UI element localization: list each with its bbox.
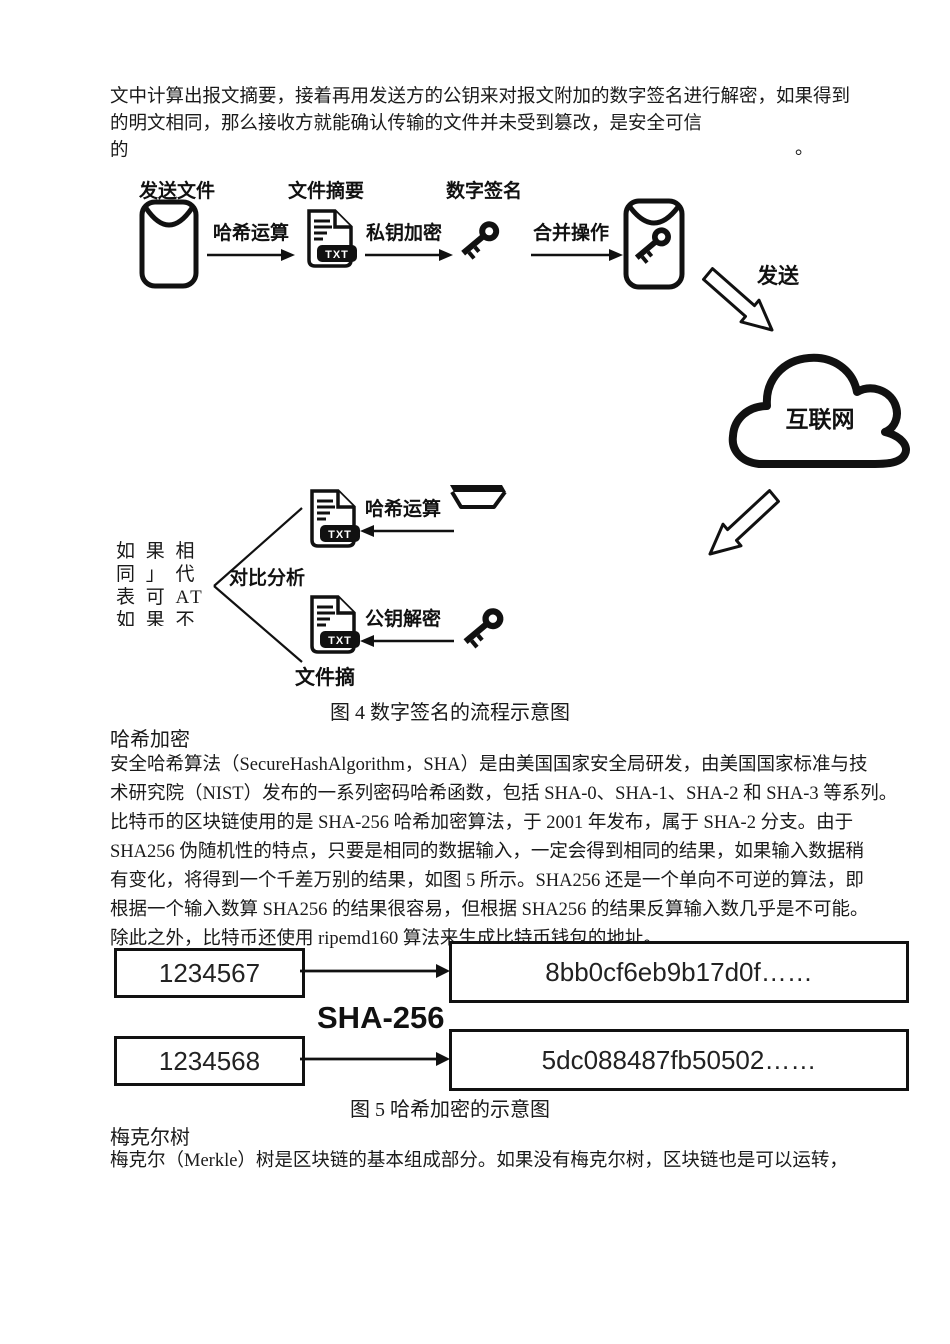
sha256-label: SHA-256 [317, 1000, 445, 1035]
private-key-label: 私钥加密 [366, 223, 443, 244]
text-line: 有变化，将得到一个千差万别的结果，如图 5 所示。SHA256 还是一个单向不可… [110, 871, 864, 891]
return-arrow-icon [708, 488, 784, 566]
flow-arrow-left [360, 631, 454, 651]
flow-arrow-right [207, 246, 295, 264]
txt-file-icon: TXT [300, 594, 362, 658]
floating-period: 。 [795, 139, 814, 159]
send-label: 发送 [757, 265, 799, 288]
clipped-envelope-icon [448, 483, 510, 513]
text-line: 安全哈希算法（SecureHashAlgorithm，SHA）是由美国国家安全局… [110, 755, 868, 775]
text-line: 比特币的区块链使用的是 SHA-256 哈希加密算法，于 2001 年发布，属于… [110, 813, 854, 833]
figure4-caption: 图 4 数字签名的流程示意图 [330, 702, 570, 724]
text-line: 的 [110, 141, 129, 161]
send-file-label: 发送文件 [139, 181, 216, 202]
text-line: SHA256 伪随机性的特点，只要是相同的数据输入，一定会得到相同的结果，如果输… [110, 842, 864, 862]
txt-file-icon: TXT [300, 488, 362, 552]
merkle-section-heading: 梅克尔树 [110, 1127, 190, 1149]
figure5-caption: 图 5 哈希加密的示意图 [350, 1099, 550, 1121]
text-line: 术研究院（NIST）发布的一系列密码哈希函数，包括 SHA-0、SHA-1、SH… [110, 784, 898, 804]
public-key-label: 公钥解密 [365, 609, 442, 630]
intro-paragraph: 文中计算出报文摘要，接着再用发送方的公钥来对报文附加的数字签名进行解密，如果得到… [110, 84, 850, 165]
key-icon [452, 596, 510, 654]
hash-output-box: 8bb0cf6eb9b17d0f…… [449, 941, 909, 1003]
text-line: 如 果 不 [116, 610, 198, 626]
hash-output-box: 5dc088487fb50502…… [449, 1029, 909, 1091]
compare-result-text: 如 果 相 同 」 代 表 可 AT 如 果 不 [116, 540, 202, 626]
merkle-paragraph: 梅克尔（Merkle）树是区块链的基本组成部分。如果没有梅克尔树，区块链也是可以… [110, 1151, 848, 1171]
file-digest-label: 文件摘要 [288, 181, 365, 202]
key-icon [450, 210, 506, 264]
text-line: 同 」 代 [116, 564, 198, 585]
flow-arrow-left [360, 521, 454, 541]
txt-badge: TXT [328, 529, 352, 541]
text-line: 如 果 相 [116, 541, 198, 562]
key-icon [634, 227, 671, 264]
flow-arrow-right [531, 246, 623, 264]
digital-signature-label: 数字签名 [446, 181, 523, 202]
text-line: 表 可 AT [116, 587, 202, 608]
hash-op2-label: 哈希运算 [365, 499, 442, 520]
envelope-icon [138, 198, 200, 290]
internet-label: 互联网 [785, 406, 855, 432]
txt-file-icon: TXT [297, 208, 359, 272]
text-line: 文中计算出报文摘要，接着再用发送方的公钥来对报文附加的数字签名进行解密，如果得到 [110, 87, 851, 107]
flow-arrow-right [300, 1049, 450, 1069]
hash-section-heading: 哈希加密 [110, 729, 190, 751]
branch-lines [208, 498, 306, 670]
flow-arrow-right [365, 246, 453, 264]
text-line: 的明文相同，那么接收方就能确认传输的文件并未受到篡改，是安全可信 [110, 114, 703, 134]
compare-label: 对比分析 [229, 568, 306, 589]
hash-op-label: 哈希运算 [213, 223, 290, 244]
flow-arrow-right [300, 961, 450, 981]
file-digest2-label: 文件摘 [295, 667, 355, 689]
hash-section-paragraph: 安全哈希算法（SecureHashAlgorithm，SHA）是由美国国家安全局… [110, 751, 897, 954]
signed-envelope-icon [622, 197, 686, 291]
send-arrow-icon [698, 266, 780, 342]
txt-badge: TXT [328, 635, 352, 647]
txt-badge: TXT [325, 249, 349, 261]
text-line: 根据一个输入数算 SHA256 的结果很容易，但根据 SHA256 的结果反算输… [110, 900, 869, 920]
hash-input-box: 1234567 [114, 948, 305, 998]
hash-input-box: 1234568 [114, 1036, 305, 1086]
cloud-icon [725, 336, 917, 474]
merge-op-label: 合并操作 [533, 223, 610, 244]
